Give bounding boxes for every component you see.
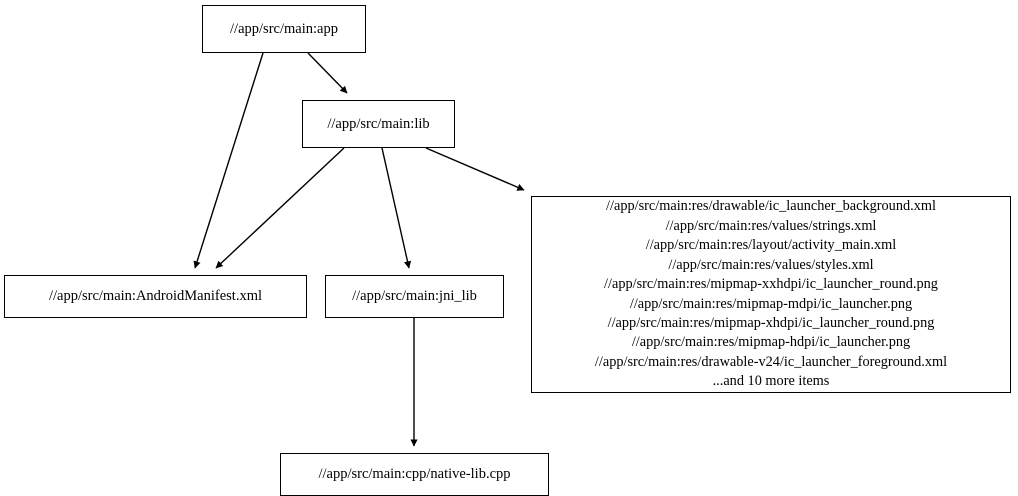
node-app[interactable]: //app/src/main:app [202, 5, 366, 53]
node-lib-label: //app/src/main:lib [327, 115, 430, 132]
edge-lib-to-manifest [215, 147, 345, 269]
node-resources-group[interactable]: //app/src/main:res/drawable/ic_launcher_… [531, 196, 1011, 393]
edge-app-to-lib [307, 52, 348, 94]
edge-lib-to-res [425, 147, 525, 191]
node-android-manifest-label: //app/src/main:AndroidManifest.xml [48, 288, 263, 305]
edge-lib-to-jni-lib [381, 147, 412, 269]
node-native-lib-cpp[interactable]: //app/src/main:cpp/native-lib.cpp [280, 453, 549, 496]
node-lib[interactable]: //app/src/main:lib [302, 100, 455, 148]
node-jni-lib[interactable]: //app/src/main:jni_lib [325, 275, 504, 318]
node-app-label: //app/src/main:app [230, 20, 338, 37]
node-resources-group-label: //app/src/main:res/drawable/ic_launcher_… [594, 198, 948, 390]
edge-app-to-manifest [193, 52, 264, 269]
node-jni-lib-label: //app/src/main:jni_lib [352, 288, 477, 305]
node-android-manifest[interactable]: //app/src/main:AndroidManifest.xml [4, 275, 307, 318]
node-native-lib-cpp-label: //app/src/main:cpp/native-lib.cpp [318, 466, 511, 483]
